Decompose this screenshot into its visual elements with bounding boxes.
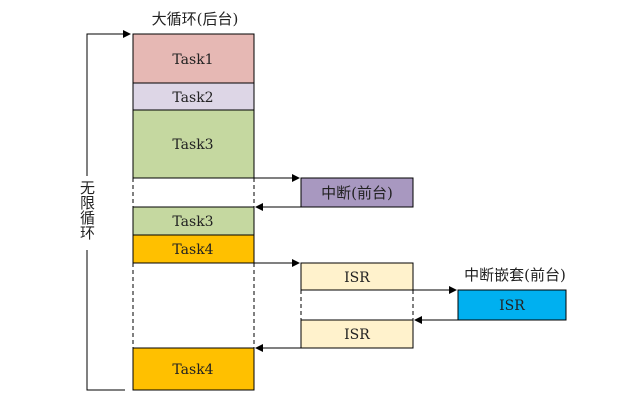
task-block (132, 82, 255, 111)
task-label: Task1 (172, 52, 213, 68)
task-label: Task3 (172, 214, 213, 230)
task-label: Task2 (172, 90, 213, 106)
task-label: Task4 (172, 362, 213, 378)
background-loop-label: 大循环(后台) (152, 10, 239, 28)
interrupt-label: 中断(前台) (321, 184, 393, 202)
nested-interrupt-label: 中断嵌套(前台) (464, 266, 566, 284)
task-block (132, 33, 255, 84)
nested-isr-block (457, 289, 567, 321)
task-label: Task4 (172, 242, 213, 258)
task-block (132, 234, 255, 264)
task-block (132, 347, 255, 391)
interrupt-block (300, 177, 414, 208)
isr-label: ISR (344, 270, 370, 286)
task-label: Task3 (172, 137, 213, 153)
isr-block (300, 262, 414, 291)
task-block (132, 109, 255, 179)
isr-label: ISR (499, 298, 525, 314)
isr-label: ISR (344, 327, 370, 343)
isr-block (300, 319, 414, 349)
infinite-loop-label: 无限循环 (78, 180, 96, 240)
